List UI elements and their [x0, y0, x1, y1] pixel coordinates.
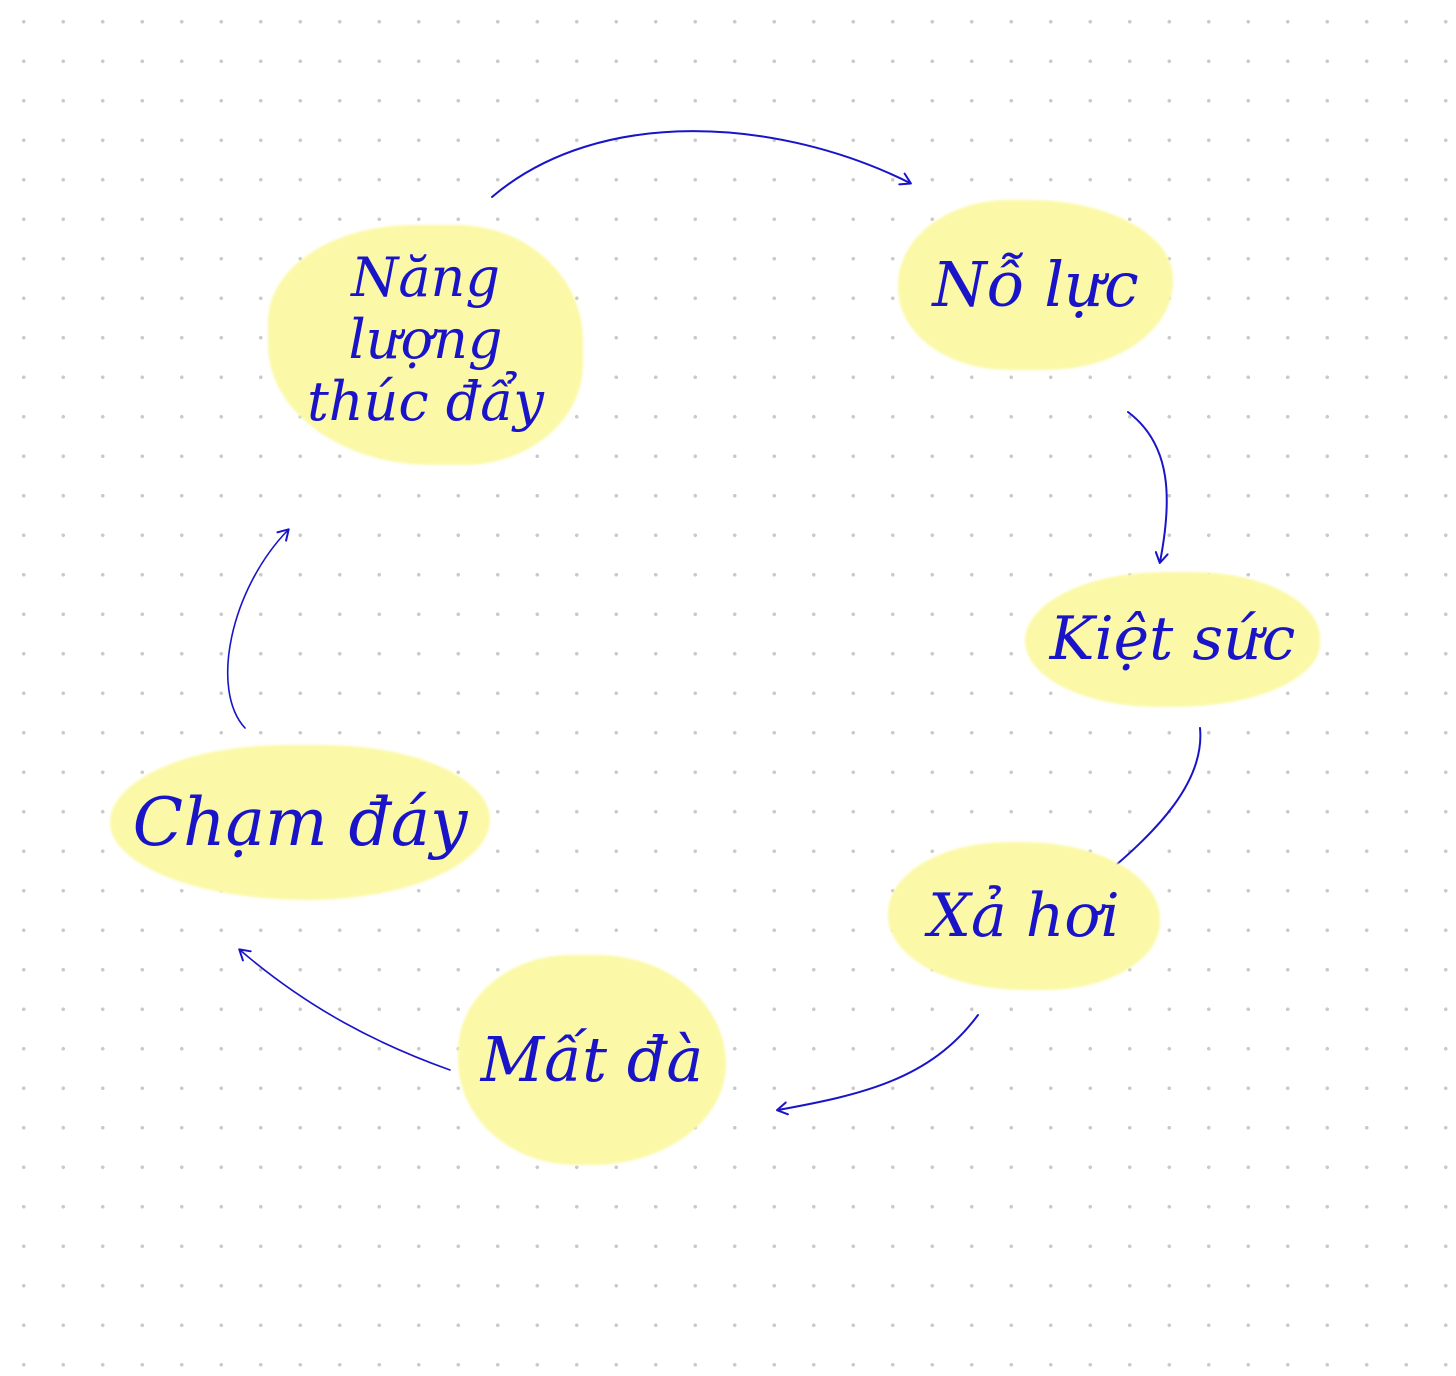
- node-nang-luong-thuc-day: Năng lượng thúc đẩy: [268, 215, 583, 465]
- node-kiet-suc: Kiệt sức: [1025, 572, 1320, 707]
- arrow-nang-luong-to-no-luc: [491, 130, 912, 198]
- arrow-kiet-suc-to-xa-hoi: [1096, 727, 1202, 882]
- highlight-mat-da: [458, 955, 726, 1165]
- highlight-no-luc: [898, 200, 1173, 370]
- label-xa-hoi: Xả hơi: [928, 880, 1120, 951]
- label-cham-day: Chạm đáy: [132, 783, 468, 861]
- label-kiet-suc: Kiệt sức: [1049, 604, 1296, 674]
- highlight-kiet-suc: [1025, 572, 1320, 707]
- label-nang-luong-thuc-day: Năng lượng thúc đẩy: [307, 245, 544, 434]
- arrow-mat-da-to-cham-day: [238, 948, 451, 1071]
- arrow-xa-hoi-to-mat-da: [776, 1014, 979, 1116]
- arrow-cham-day-to-nang-luong: [226, 528, 290, 729]
- node-xa-hoi: Xả hơi: [888, 842, 1160, 990]
- label-mat-da: Mất đà: [480, 1023, 704, 1097]
- highlight-nang-luong: [268, 225, 583, 465]
- highlight-xa-hoi: [888, 842, 1160, 990]
- label-no-luc: Nỗ lực: [932, 248, 1139, 322]
- node-mat-da: Mất đà: [458, 955, 726, 1165]
- node-no-luc: Nỗ lực: [898, 200, 1173, 370]
- highlight-cham-day: [110, 745, 490, 900]
- node-cham-day: Chạm đáy: [110, 745, 490, 900]
- arrow-no-luc-to-kiet-suc: [1127, 411, 1169, 564]
